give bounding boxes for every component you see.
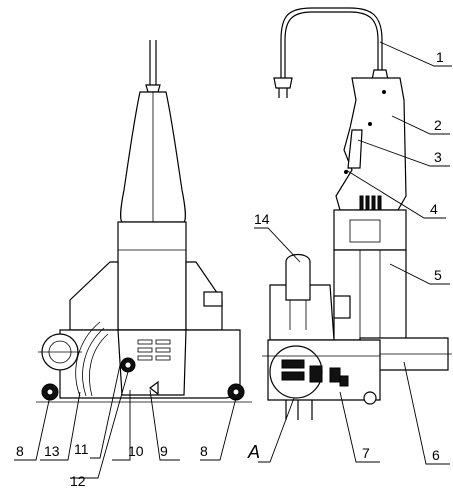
label-4: 4 <box>430 201 438 217</box>
front-lower-housing <box>117 329 187 396</box>
side-roller <box>363 391 377 405</box>
side-cord <box>284 11 379 78</box>
label-1: 1 <box>436 49 444 65</box>
front-view <box>36 40 252 403</box>
side-dust-outlet <box>285 253 311 301</box>
callout-labels: 1 2 3 4 5 6 7 A 14 8 13 11 12 10 9 8 <box>16 49 444 489</box>
label-3: 3 <box>434 149 442 165</box>
label-7: 7 <box>362 445 370 461</box>
side-base <box>267 339 381 401</box>
front-guard-knob <box>203 291 223 307</box>
front-cord <box>149 40 157 85</box>
front-vent-slots <box>137 339 171 361</box>
side-clamp <box>333 295 351 319</box>
side-view <box>262 7 452 420</box>
label-2: 2 <box>434 117 442 133</box>
side-screw-top <box>382 90 386 94</box>
front-cord-boot <box>145 84 161 93</box>
label-9: 9 <box>160 443 168 459</box>
label-8-right: 8 <box>200 443 208 459</box>
front-direction-arrow <box>149 380 159 396</box>
side-mechanism <box>281 359 349 387</box>
label-6: 6 <box>432 447 440 463</box>
label-10: 10 <box>128 443 144 459</box>
side-cord-outer <box>280 7 383 78</box>
label-a: A <box>247 442 260 462</box>
label-13: 13 <box>44 443 60 459</box>
side-trigger <box>347 129 363 169</box>
front-gear-housing <box>117 221 187 331</box>
side-motor-housing <box>333 249 407 341</box>
label-5: 5 <box>434 267 442 283</box>
side-plug <box>273 77 293 89</box>
leader-lines <box>14 41 452 479</box>
front-guard-left <box>69 261 119 331</box>
side-motor-upper <box>333 209 407 251</box>
label-11: 11 <box>74 441 89 457</box>
side-handle-housing <box>335 77 407 211</box>
label-8-left: 8 <box>16 443 24 459</box>
label-14: 14 <box>254 211 270 227</box>
label-12: 12 <box>70 473 86 489</box>
